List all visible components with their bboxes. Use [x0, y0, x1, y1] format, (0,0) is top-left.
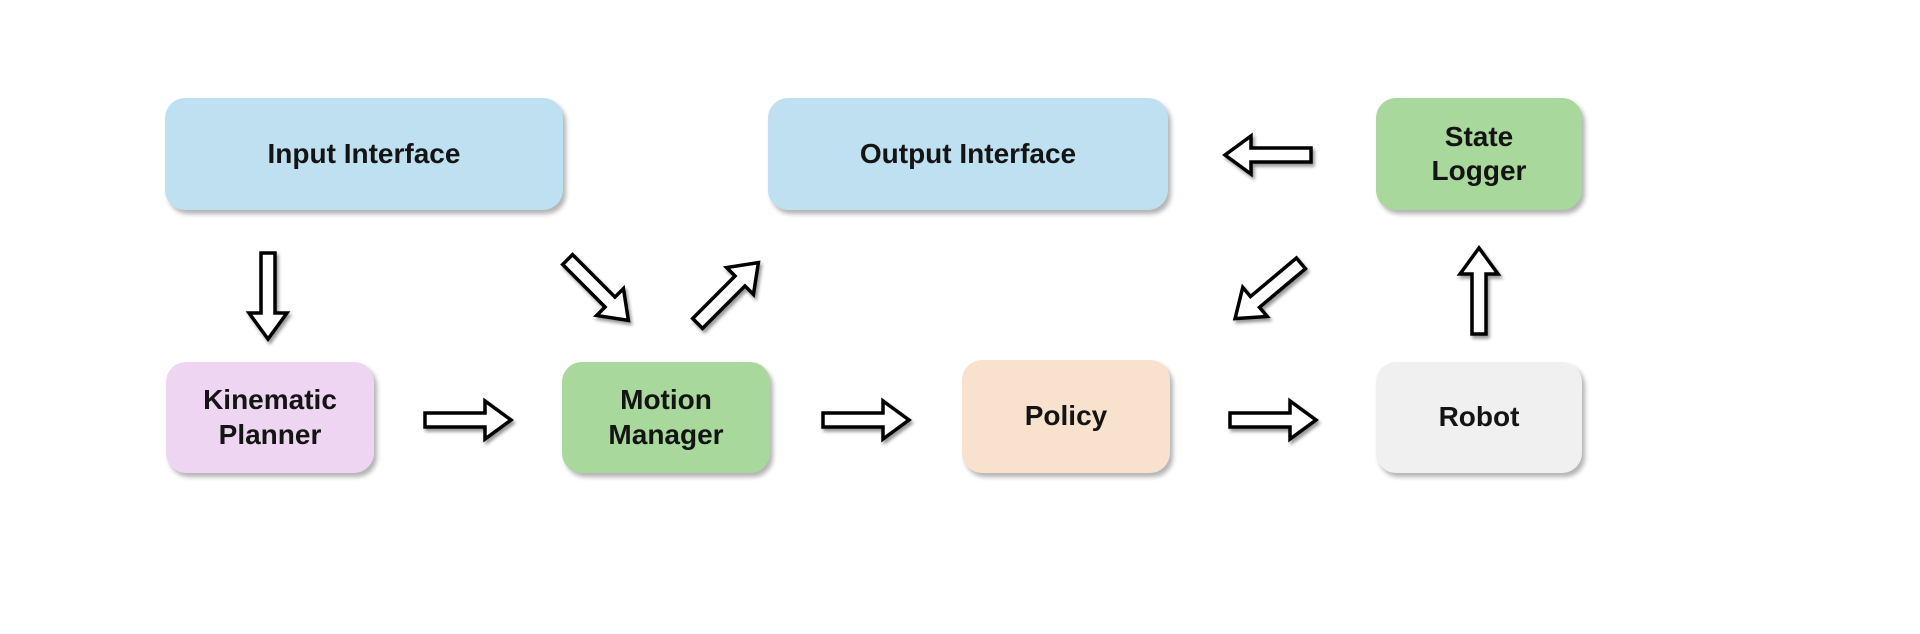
arrow-input-interface-to-kinematic-planner-icon — [223, 251, 313, 342]
arrow-shape — [1228, 397, 1319, 443]
arrow-shape — [1232, 255, 1308, 321]
arrow-shape — [560, 252, 631, 323]
arrow-shape — [821, 397, 912, 443]
node-kinematic-planner-label: Kinematic Planner — [203, 384, 337, 450]
arrow-shape — [690, 260, 761, 331]
node-motion-manager: Motion Manager — [562, 362, 770, 473]
node-policy: Policy — [962, 360, 1170, 473]
arrow-shape — [423, 397, 514, 443]
arrow-policy-to-robot-icon — [1228, 397, 1319, 443]
node-input-interface-label: Input Interface — [267, 137, 461, 169]
node-robot: Robot — [1376, 362, 1582, 473]
node-kinematic-planner: Kinematic Planner — [166, 362, 374, 473]
arrow-motion-manager-to-output-interface-icon — [683, 260, 773, 331]
node-motion-manager-label: Motion Manager — [608, 384, 724, 450]
node-input-interface: Input Interface — [165, 98, 563, 210]
arrow-robot-to-state-logger-icon — [1434, 245, 1524, 336]
arrow-shape — [1456, 245, 1502, 336]
node-state-logger: State Logger — [1376, 98, 1582, 210]
arrow-state-logger-to-policy-icon — [1223, 255, 1313, 321]
arrow-shape — [1222, 132, 1313, 178]
arrow-shape — [245, 251, 291, 342]
node-policy-label: Policy — [1024, 400, 1108, 432]
arrow-kinematic-planner-to-motion-manager-icon — [423, 397, 514, 443]
arrow-input-interface-to-motion-manager-icon — [553, 252, 643, 323]
node-state-logger-label: State Logger — [1431, 120, 1527, 186]
arrow-state-logger-to-output-interface-icon — [1222, 132, 1313, 178]
arrow-motion-manager-to-policy-icon — [821, 397, 912, 443]
node-robot-label: Robot — [1438, 401, 1520, 433]
node-output-interface-label: Output Interface — [859, 137, 1077, 169]
node-output-interface: Output Interface — [768, 98, 1168, 210]
